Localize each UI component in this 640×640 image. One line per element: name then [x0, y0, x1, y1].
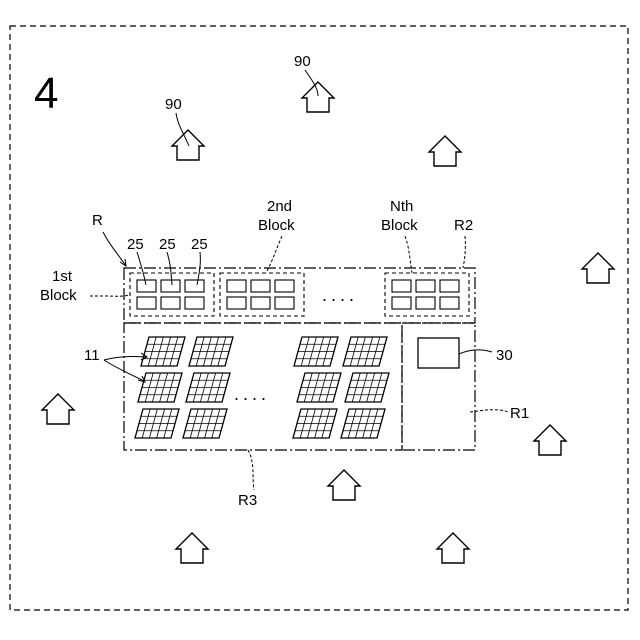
solar-panel — [141, 337, 185, 366]
battery-cell — [275, 280, 294, 292]
blocks-ellipsis: .... — [322, 285, 358, 305]
house-icon — [534, 425, 566, 455]
label-house-b: 90 — [294, 53, 311, 70]
battery-cell — [137, 297, 156, 309]
label-region-r2: R2 — [454, 217, 473, 234]
house-icon — [582, 253, 614, 283]
label-house-a: 90 — [165, 96, 182, 113]
label-block-1-line1: 1st — [52, 268, 73, 285]
battery-cell — [185, 280, 204, 292]
label-battery-c: 25 — [191, 236, 208, 253]
battery-cell — [227, 297, 246, 309]
battery-cell — [251, 280, 270, 292]
panels-ellipsis: .... — [234, 384, 270, 404]
region-r2-boundary — [124, 268, 475, 323]
battery-cell — [440, 297, 459, 309]
house-icon — [302, 82, 334, 112]
solar-panel — [294, 337, 338, 366]
label-block-1-line2: Block — [40, 287, 77, 304]
solar-panel — [341, 409, 385, 438]
outer-area-boundary — [10, 26, 628, 610]
house-icon — [176, 533, 208, 563]
label-block-2-line2: Block — [258, 217, 295, 234]
label-region-r: R — [92, 212, 103, 229]
leader-region-r2 — [463, 236, 465, 268]
battery-cell — [440, 280, 459, 292]
controller-box — [418, 338, 459, 368]
house-icon — [172, 130, 204, 160]
solar-panel — [345, 373, 389, 402]
battery-cell — [227, 280, 246, 292]
battery-cell — [392, 297, 411, 309]
label-region-r1: R1 — [510, 405, 529, 422]
label-battery-b: 25 — [159, 236, 176, 253]
house-icon — [437, 533, 469, 563]
label-battery-a: 25 — [127, 236, 144, 253]
solar-panel — [183, 409, 227, 438]
house-icon — [429, 136, 461, 166]
label-block-n-line1: Nth — [390, 198, 413, 215]
battery-cell — [392, 280, 411, 292]
solar-panel — [297, 373, 341, 402]
label-block-2-line1: 2nd — [267, 198, 292, 215]
battery-cell — [251, 297, 270, 309]
solar-panel — [293, 409, 337, 438]
label-region-r3: R3 — [238, 492, 257, 509]
solar-panel — [343, 337, 387, 366]
battery-cell — [416, 297, 435, 309]
battery-cell — [161, 280, 180, 292]
battery-cell — [275, 297, 294, 309]
house-icon — [328, 470, 360, 500]
label-solar-panel: 11 — [84, 347, 100, 364]
battery-cells-group — [137, 280, 459, 309]
label-block-n-line2: Block — [381, 217, 418, 234]
battery-cell — [137, 280, 156, 292]
label-controller: 30 — [496, 347, 513, 364]
battery-cell — [416, 280, 435, 292]
battery-cell — [161, 297, 180, 309]
figure-number: 4 — [34, 69, 58, 118]
house-icon — [42, 394, 74, 424]
leader-region-r1 — [470, 410, 508, 412]
solar-panel — [135, 409, 179, 438]
leader-region-r — [103, 232, 126, 266]
solar-panel — [189, 337, 233, 366]
leader-panel-a — [104, 356, 146, 360]
solar-panel — [186, 373, 230, 402]
leader-region-r3 — [248, 450, 254, 490]
region-r1-boundary — [402, 323, 475, 450]
solar-panel — [138, 373, 182, 402]
battery-cell — [185, 297, 204, 309]
